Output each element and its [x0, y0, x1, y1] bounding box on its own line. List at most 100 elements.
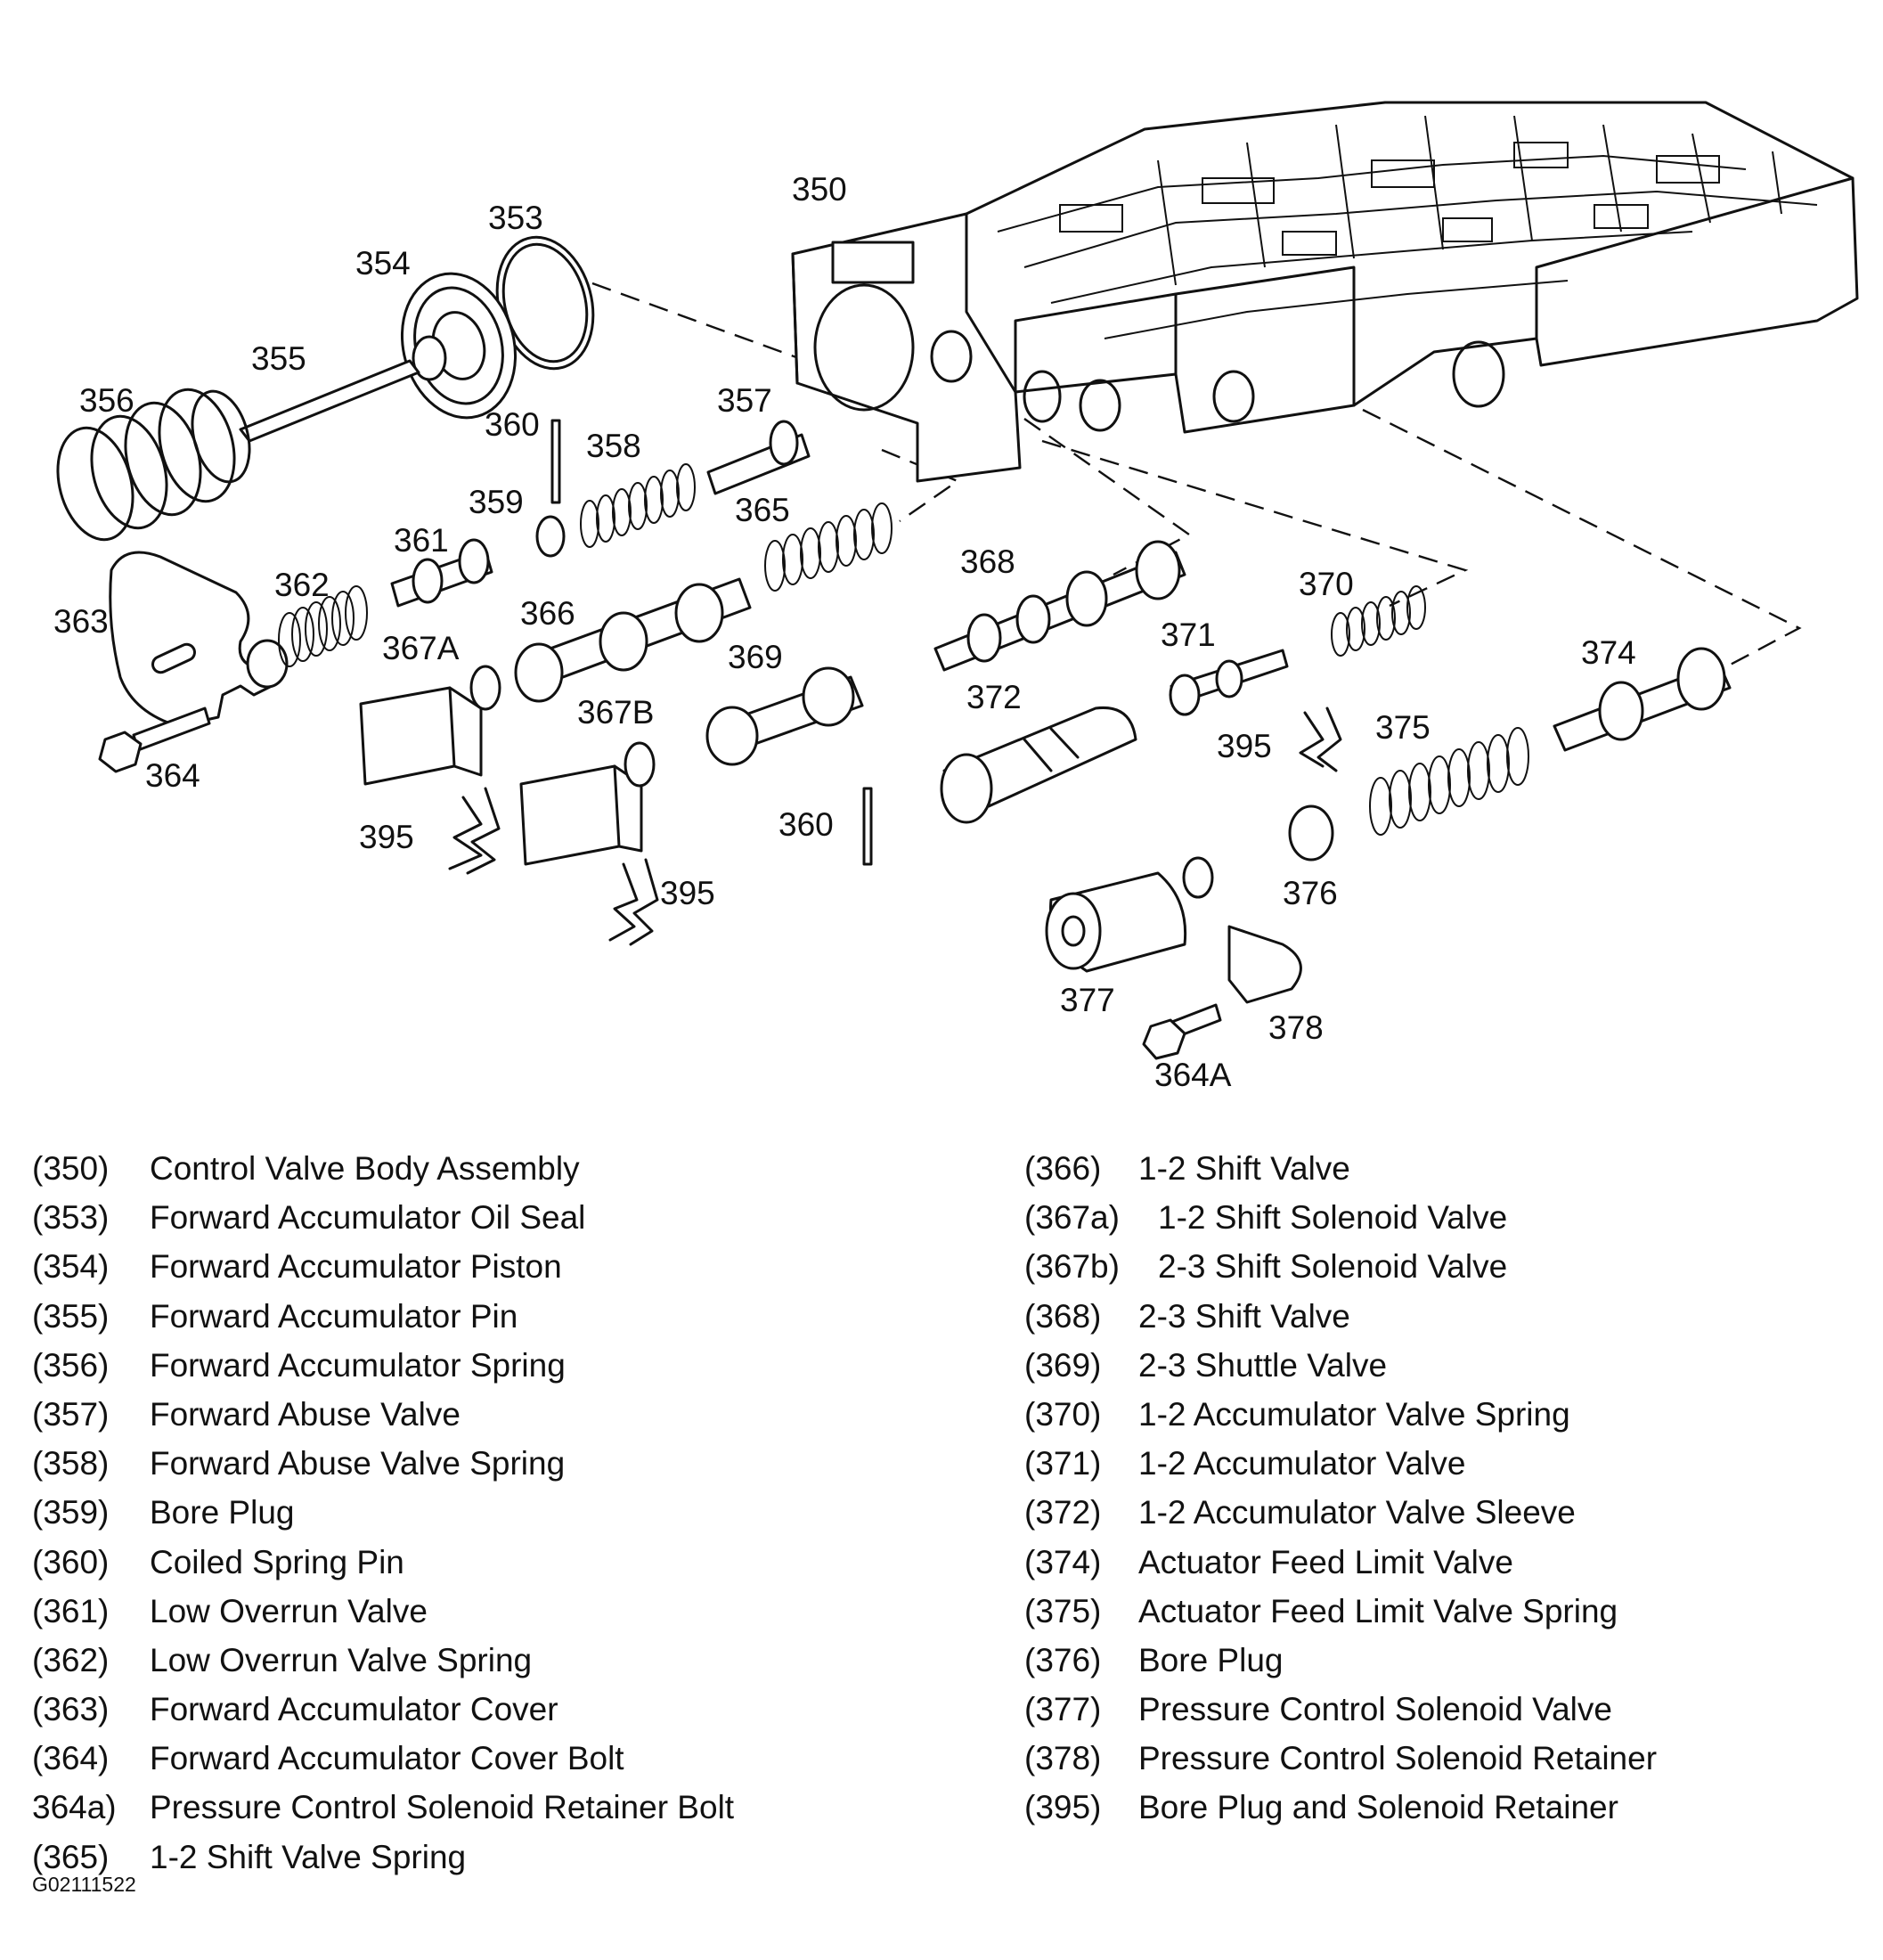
legend-name: Actuator Feed Limit Valve Spring [1138, 1592, 1618, 1629]
legend-name: Bore Plug and Solenoid Retainer [1138, 1789, 1618, 1826]
legend-item: (361) Low Overrun Valve [32, 1587, 923, 1636]
legend-code: (354) [32, 1248, 110, 1286]
callout-labels: 350 353 354 355 356 357 358 360 359 361 … [53, 171, 1636, 1093]
callout-359: 359 [469, 484, 524, 520]
callout-395-middle: 395 [660, 875, 715, 911]
control-valve-body [791, 101, 1859, 483]
legend-item: (372) 1-2 Accumulator Valve Sleeve [1024, 1488, 1862, 1537]
legend-code: (359) [32, 1494, 110, 1531]
legend-code: (366) [1024, 1150, 1102, 1187]
legend-item: (371)1-2 Accumulator Valve [1024, 1439, 1862, 1488]
figure-id: G02111522 [32, 1873, 136, 1896]
legend-code: (353) [32, 1199, 110, 1237]
legend-item: (395) Bore Plug and Solenoid Retainer [1024, 1783, 1862, 1832]
callout-377: 377 [1060, 982, 1115, 1018]
legend-code: (376) [1024, 1641, 1102, 1678]
legend-name: Pressure Control Solenoid Retainer [1138, 1740, 1658, 1777]
legend-item: (362)Low Overrun Valve Spring [32, 1636, 923, 1685]
legend-code: (356) [32, 1346, 110, 1384]
legend-code: (357) [32, 1395, 110, 1433]
legend-name: Low Overrun Valve [150, 1592, 428, 1629]
legend-name: Forward Abuse Valve Spring [150, 1445, 566, 1482]
forward-accumulator-group [56, 235, 595, 542]
legend-name: Pressure Control Solenoid Valve [1138, 1691, 1612, 1728]
legend-item: (353)Forward Accumulator Oil Seal [32, 1193, 923, 1242]
legend-name: Bore Plug [1138, 1641, 1284, 1678]
legend-name: Forward Accumulator Spring [150, 1346, 566, 1384]
callout-374: 374 [1581, 634, 1636, 671]
shift-valve-1-2-group [359, 502, 893, 875]
legend-name: Forward Accumulator Piston [150, 1248, 562, 1286]
callout-354: 354 [355, 245, 411, 282]
callout-395-right: 395 [1217, 728, 1272, 764]
legend-code: (361) [32, 1592, 110, 1629]
accumulator-cover-and-bolt [98, 551, 289, 773]
legend-name: 2-3 Shift Solenoid Valve [1158, 1248, 1508, 1286]
legend-item: (356) Forward Accumulator Spring [32, 1341, 923, 1390]
legend-code: (369) [1024, 1346, 1102, 1384]
parts-legend-left: (350)Control Valve Body Assembly (353)Fo… [32, 1144, 923, 1882]
legend-item: (367a) 1-2 Shift Solenoid Valve [1024, 1193, 1862, 1242]
parts-legend-right: (366) 1-2 Shift Valve (367a) 1-2 Shift Sol… [1024, 1144, 1862, 1833]
callout-362: 362 [274, 567, 330, 603]
legend-name: Coiled Spring Pin [150, 1543, 404, 1580]
upper-valve-train [278, 419, 811, 667]
legend-name: 1-2 Shift Valve [1138, 1150, 1350, 1187]
legend-item: (357)Forward Abuse Valve [32, 1390, 923, 1439]
shuttle-valve-2-3-group [519, 666, 864, 946]
legend-item: (378) Pressure Control Solenoid Retainer [1024, 1734, 1862, 1783]
legend-code: 364a) [32, 1789, 117, 1826]
legend-name: Low Overrun Valve Spring [150, 1641, 533, 1678]
callout-360-lower: 360 [778, 806, 834, 843]
legend-item: (360)Coiled Spring Pin [32, 1538, 923, 1587]
legend-item: (364)Forward Accumulator Cover Bolt [32, 1734, 923, 1783]
callout-364A: 364A [1154, 1057, 1232, 1093]
legend-code: (363) [32, 1691, 110, 1728]
legend-item: (350)Control Valve Body Assembly [32, 1144, 923, 1193]
shift-valve-2-3 [933, 540, 1186, 672]
legend-code: (378) [1024, 1740, 1102, 1777]
callout-368: 368 [960, 543, 1015, 580]
legend-item: (369) 2-3 Shuttle Valve [1024, 1341, 1862, 1390]
legend-code: (364) [32, 1740, 110, 1777]
legend-name: Bore Plug [150, 1494, 295, 1531]
callout-350: 350 [792, 171, 847, 208]
legend-item: (366) 1-2 Shift Valve [1024, 1144, 1862, 1193]
callout-372: 372 [966, 679, 1022, 715]
legend-item: (375) Actuator Feed Limit Valve Spring [1024, 1587, 1862, 1636]
callout-356: 356 [79, 382, 134, 419]
legend-code: (372) [1024, 1494, 1102, 1531]
callout-395-left: 395 [359, 819, 414, 855]
legend-item: (354) Forward Accumulator Piston [32, 1242, 923, 1291]
callout-366: 366 [520, 595, 575, 632]
callout-378: 378 [1268, 1009, 1324, 1046]
exploded-parts-diagram: 350 353 354 355 356 357 358 360 359 361 … [53, 101, 1859, 1093]
legend-code: (365) [32, 1838, 110, 1875]
callout-361: 361 [394, 522, 449, 559]
legend-item: (363)Forward Accumulator Cover [32, 1685, 923, 1734]
legend-name: Pressure Control Solenoid Retainer Bolt [150, 1789, 735, 1826]
legend-name: 1-2 Accumulator Valve Sleeve [1138, 1494, 1576, 1531]
callout-371: 371 [1161, 617, 1216, 653]
callout-367A: 367A [382, 630, 460, 666]
legend-name: 1-2 Accumulator Valve [1138, 1445, 1466, 1482]
legend-name: 1-2 Shift Solenoid Valve [1158, 1199, 1508, 1237]
legend-name: Forward Accumulator Pin [150, 1297, 518, 1335]
legend-code: (395) [1024, 1789, 1102, 1826]
legend-item: (368)2-3 Shift Valve [1024, 1292, 1862, 1341]
callout-375: 375 [1375, 709, 1431, 746]
callout-353: 353 [488, 200, 543, 236]
legend-name: 2-3 Shift Valve [1138, 1297, 1350, 1335]
legend-code: (377) [1024, 1691, 1102, 1728]
callout-358: 358 [586, 428, 641, 464]
legend-name: 1-2 Shift Valve Spring [150, 1838, 467, 1875]
legend-item: (376) Bore Plug [1024, 1636, 1862, 1685]
callout-369: 369 [728, 639, 783, 675]
legend-code: (367a) [1024, 1199, 1120, 1237]
pressure-control-solenoid-group [1045, 856, 1302, 1060]
callout-364: 364 [145, 757, 200, 794]
legend-code: (375) [1024, 1592, 1102, 1629]
callout-367B: 367B [577, 694, 654, 731]
legend-name: 2-3 Shuttle Valve [1138, 1346, 1388, 1384]
legend-code: (350) [32, 1150, 110, 1187]
